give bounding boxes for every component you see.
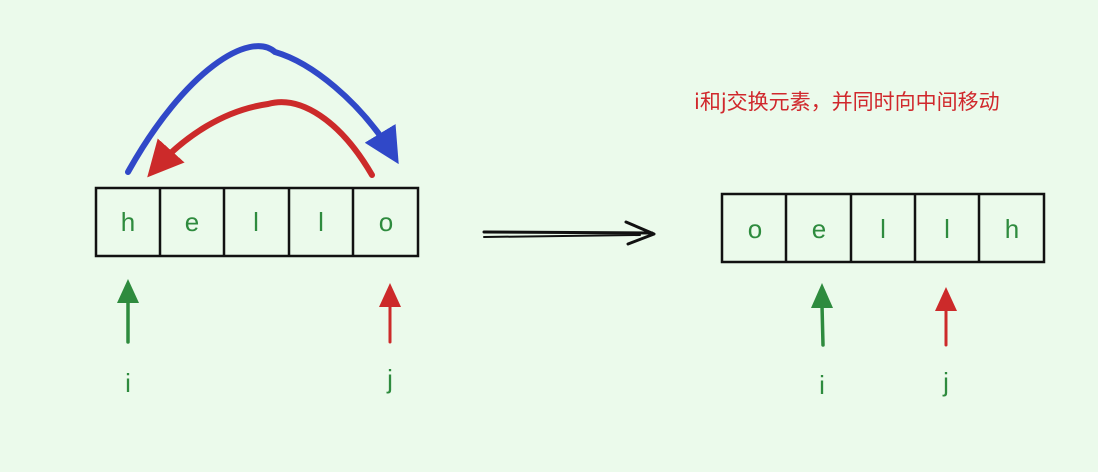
transition-arrow-stroke: [483, 234, 641, 238]
transition-arrow-shaft: [482, 230, 654, 235]
array-cell-letter: o: [748, 214, 762, 244]
arrow-up-icon: [117, 279, 139, 303]
pointer-j-label: j: [942, 367, 949, 397]
array-cell-letter: l: [944, 214, 950, 244]
pointer-shaft: [820, 303, 825, 347]
array-cell-letter: e: [812, 214, 826, 244]
pointer-j-label: j: [386, 364, 393, 394]
arrow-up-icon: [811, 283, 833, 308]
array-cell-letter: o: [379, 207, 393, 237]
swap-note: i和j交换元素，并同时向中间移动: [694, 90, 1000, 114]
arrow-right-icon: [482, 220, 656, 246]
curved-arrow-right-icon: [125, 43, 399, 175]
array-cell-letter: l: [253, 207, 259, 237]
pointer-i-before: i: [117, 279, 139, 398]
arrow-up-icon: [379, 283, 401, 307]
array-cell-letter: h: [1005, 214, 1019, 244]
array-cell-letter: e: [185, 207, 199, 237]
array-cell-letter: l: [880, 214, 886, 244]
after-array: o e l l h: [720, 192, 1046, 264]
pointer-i-after: i: [811, 283, 833, 400]
after-array-frame: [720, 192, 1046, 264]
arrow-up-icon: [935, 287, 957, 311]
pointer-j-before: j: [379, 283, 401, 394]
pointer-j-after: j: [935, 287, 957, 397]
pointer-i-label: i: [125, 368, 131, 398]
curved-arrow-left-icon: [147, 99, 375, 178]
transition-arrow-head: [624, 220, 656, 246]
before-array-frame: [94, 186, 420, 258]
array-cell-letter: l: [318, 207, 324, 237]
before-array: h e l l o: [94, 186, 420, 258]
array-cell-letter: h: [121, 207, 135, 237]
pointer-i-label: i: [819, 370, 825, 400]
